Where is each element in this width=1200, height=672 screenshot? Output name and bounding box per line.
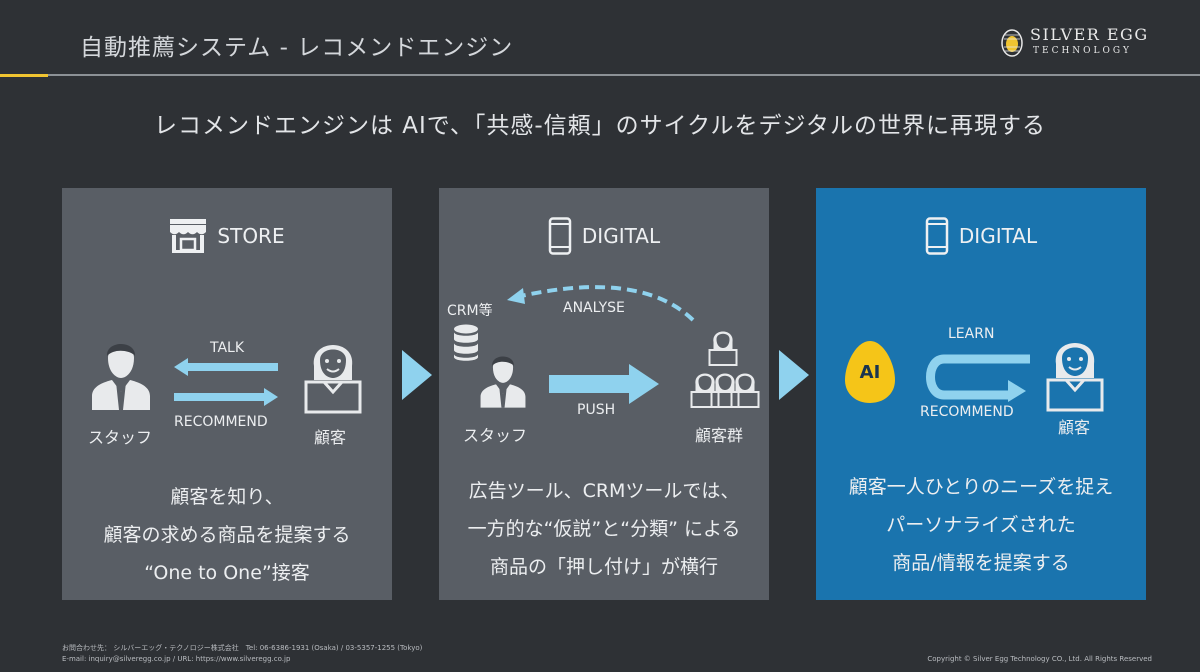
- store-description: 顧客を知り、 顧客の求める商品を提案する “One to One”接客: [62, 478, 392, 592]
- learn-label: LEARN: [948, 326, 995, 342]
- recommend-arrow: [174, 388, 278, 406]
- slide-subtitle: レコメンドエンジンは AIで、「共感-信頼」のサイクルをデジタルの世界に再現する: [153, 113, 1047, 139]
- contact-line: E-mail: inquiry@silveregg.co.jp / URL: h…: [62, 655, 291, 663]
- recommend-label: RECOMMEND: [920, 404, 1014, 420]
- ai-digital-panel: DIGITAL AI LEARN RECOMMEND 顧客 顧客一人ひとりのニー…: [816, 188, 1146, 600]
- chevron-right-icon: [402, 350, 432, 400]
- customer-label: 顧客: [1058, 418, 1091, 437]
- panel-header: STORE: [62, 216, 392, 256]
- chevron-right-icon: [779, 350, 809, 400]
- description-line: “One to One”接客: [144, 562, 310, 584]
- panel-header: DIGITAL: [816, 216, 1146, 256]
- ai-description: 顧客一人ひとりのニーズを捉え パーソナライズされた 商品/情報を提案する: [816, 468, 1146, 582]
- logo-wordmark: SILVER EGG: [1030, 25, 1149, 44]
- description-line: 顧客一人ひとりのニーズを捉え: [848, 476, 1114, 498]
- panel-header: DIGITAL: [439, 216, 769, 256]
- customer-icon: [304, 345, 362, 414]
- analyse-label: ANALYSE: [563, 300, 625, 316]
- customer-icon: [710, 373, 740, 408]
- panel-heading: STORE: [217, 224, 285, 248]
- customer-group-label: 顧客群: [695, 426, 744, 445]
- panel-heading: DIGITAL: [958, 224, 1038, 248]
- egg-logo-icon: [1001, 29, 1023, 57]
- panel-heading: DIGITAL: [581, 224, 661, 248]
- database-icon: [454, 324, 478, 361]
- description-line: 顧客を知り、: [170, 486, 284, 508]
- staff-label: スタッフ: [88, 428, 153, 447]
- ai-egg-icon: [845, 341, 895, 403]
- store-icon: [170, 219, 207, 253]
- logo-tagline: TECHNOLOGY: [1033, 46, 1132, 56]
- store-panel: STORE スタッフ TALK RECOMMEND 顧客 顧客を知り、 顧客の求…: [62, 188, 392, 600]
- contact-info: お問合わせ先： シルバーエッグ・テクノロジー株式会社 Tel: 06-6386-…: [62, 643, 422, 665]
- description-line: 一方的な“仮説”と“分類” による: [467, 518, 741, 540]
- page-title: 自動推薦システム - レコメンドエンジン: [80, 35, 514, 61]
- customer-label: 顧客: [314, 428, 347, 447]
- recommend-label: RECOMMEND: [174, 414, 268, 430]
- digital-panel: DIGITAL CRM等 ANALYSE スタッフ PUSH: [439, 188, 769, 600]
- crm-label: CRM等: [447, 303, 493, 319]
- staff-icon: [480, 356, 526, 408]
- header-divider: [48, 74, 1200, 76]
- staff-icon: [92, 344, 150, 410]
- customer-icon: [730, 373, 760, 408]
- copyright: Copyright © Silver Egg Technology CO., L…: [927, 655, 1152, 663]
- description-line: 広告ツール、CRMツールでは、: [468, 480, 740, 502]
- digital-description: 広告ツール、CRMツールでは、 一方的な“仮説”と“分類” による 商品の「押し…: [439, 472, 769, 586]
- accent-bar: [0, 74, 48, 77]
- description-line: 商品/情報を提案する: [892, 552, 1070, 574]
- analyse-arrow: [507, 285, 695, 322]
- smartphone-icon: [925, 217, 949, 255]
- talk-label: TALK: [210, 340, 245, 356]
- smartphone-icon: [548, 217, 572, 255]
- u-turn-arrow-icon: [926, 354, 1030, 402]
- customer-icon: [708, 331, 738, 366]
- push-label: PUSH: [577, 402, 616, 418]
- staff-label: スタッフ: [463, 426, 528, 445]
- push-arrow: [549, 364, 659, 404]
- talk-arrow: [174, 358, 278, 376]
- description-line: 商品の「押し付け」が横行: [489, 556, 718, 578]
- description-line: 顧客の求める商品を提案する: [103, 524, 351, 546]
- company-logo: SILVER EGG TECHNOLOGY: [1000, 24, 1190, 64]
- customer-icon: [1046, 343, 1104, 412]
- ai-badge-label: AI: [859, 362, 881, 383]
- description-line: パーソナライズされた: [886, 514, 1076, 536]
- contact-line: お問合わせ先： シルバーエッグ・テクノロジー株式会社 Tel: 06-6386-…: [62, 644, 423, 652]
